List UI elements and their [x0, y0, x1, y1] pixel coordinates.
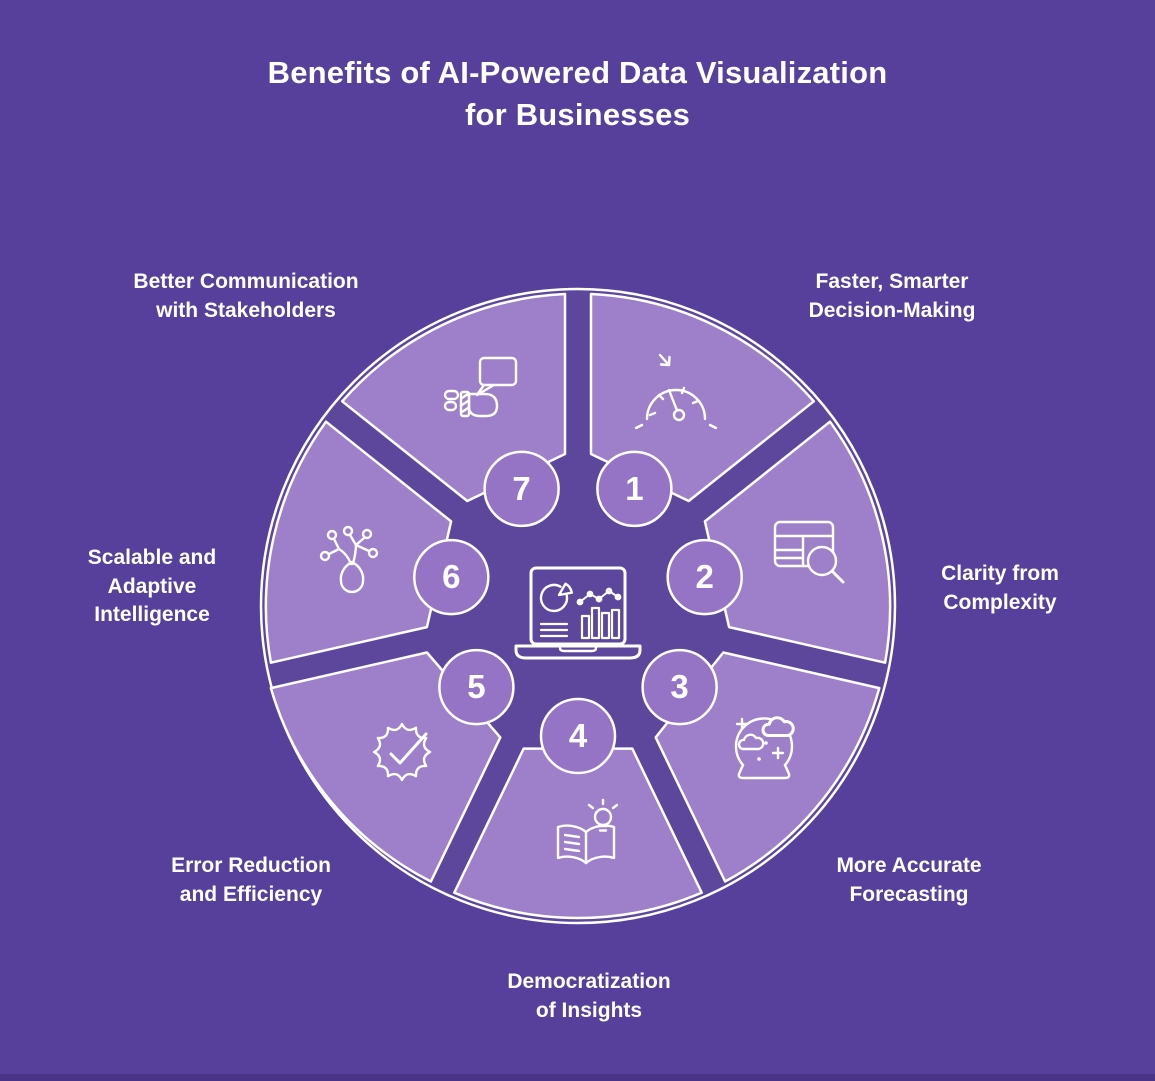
- badge-circle: [483, 450, 560, 528]
- label-line: and Efficiency: [179, 882, 323, 906]
- badge-circle: [666, 538, 743, 616]
- segment-7: [340, 292, 567, 503]
- crystal-ball-forecast-icon: [734, 716, 795, 780]
- badge-3: 3: [641, 648, 718, 726]
- label-line: Democratization: [507, 970, 671, 993]
- label-line: More Accurate: [836, 854, 982, 877]
- label-line: Complexity: [943, 590, 1057, 614]
- badge-5: 5: [438, 648, 515, 726]
- label-line: of Insights: [535, 998, 643, 1022]
- badge-circle: [413, 538, 490, 616]
- badge-circle: [641, 648, 718, 726]
- label-error-reduction-and-efficiency: Error Reduction and Efficiency: [131, 852, 371, 909]
- segment-2: [703, 420, 892, 664]
- label-line: Adaptive: [107, 574, 197, 598]
- badge-4: 4: [539, 697, 617, 775]
- label-line: Forecasting: [849, 882, 969, 906]
- page-title: Benefits of AI-Powered Data Visualizatio…: [0, 52, 1155, 136]
- text-lines-glyph: [539, 622, 569, 638]
- label-faster-smarter-decision-making: Faster, Smarter Decision-Making: [742, 268, 1042, 325]
- label-line: Clarity from: [941, 562, 1059, 585]
- label-line: Decision-Making: [808, 298, 976, 322]
- label-line: Intelligence: [94, 603, 210, 626]
- badge-number: 7: [512, 470, 530, 507]
- label-clarity-from-complexity: Clarity from Complexity: [880, 560, 1120, 617]
- badge-number: 6: [442, 558, 460, 595]
- label-scalable-adaptive-intelligence: Scalable and Adaptive Intelligence: [42, 544, 262, 630]
- title-line-1: Benefits of AI-Powered Data Visualizatio…: [267, 55, 888, 90]
- badge-circle: [539, 697, 617, 775]
- label-more-accurate-forecasting: More Accurate Forecasting: [789, 852, 1029, 909]
- label-line: Scalable and: [87, 546, 217, 569]
- badge-number: 5: [467, 668, 485, 705]
- badge-2: 2: [666, 538, 743, 616]
- badge-number: 4: [569, 717, 588, 754]
- line-chart-glyph: [579, 590, 619, 603]
- open-book-lightbulb-icon: [556, 798, 619, 865]
- label-line: Error Reduction: [171, 854, 331, 877]
- speedometer-arrow-icon: [634, 353, 718, 430]
- segment-1: [589, 292, 816, 503]
- pie-slice-glyph: [557, 582, 573, 597]
- label-democratization-of-insights: Democratization of Insights: [449, 968, 729, 1025]
- hand-speech-bubble-icon: [443, 356, 518, 418]
- badge-number: 3: [670, 668, 688, 705]
- badge-number: 1: [625, 470, 643, 507]
- data-table-magnifier-icon: [773, 520, 845, 584]
- label-line: with Stakeholders: [156, 298, 336, 322]
- label-better-communication-stakeholders: Better Communication with Stakeholders: [96, 268, 396, 325]
- badge-1: 1: [596, 450, 673, 528]
- segment-4: [453, 747, 703, 920]
- label-line: Better Communication: [133, 270, 359, 293]
- badge-circle: [438, 648, 515, 726]
- laptop-analytics-dashboard-icon: [514, 566, 642, 660]
- title-line-2: for Businesses: [464, 97, 691, 132]
- badge-6: 6: [413, 538, 490, 616]
- pie-chart-glyph: [539, 583, 569, 613]
- growing-network-plant-icon: [319, 525, 379, 594]
- badge-number: 2: [696, 558, 714, 595]
- footer-strip: [0, 1074, 1155, 1081]
- segment-3: [654, 651, 881, 883]
- badge-7: 7: [483, 450, 560, 528]
- label-line: Faster, Smarter: [815, 270, 969, 293]
- badge-circle: [596, 450, 673, 528]
- gear-checkmark-icon: [372, 722, 432, 782]
- bar-chart-glyph: [580, 606, 621, 640]
